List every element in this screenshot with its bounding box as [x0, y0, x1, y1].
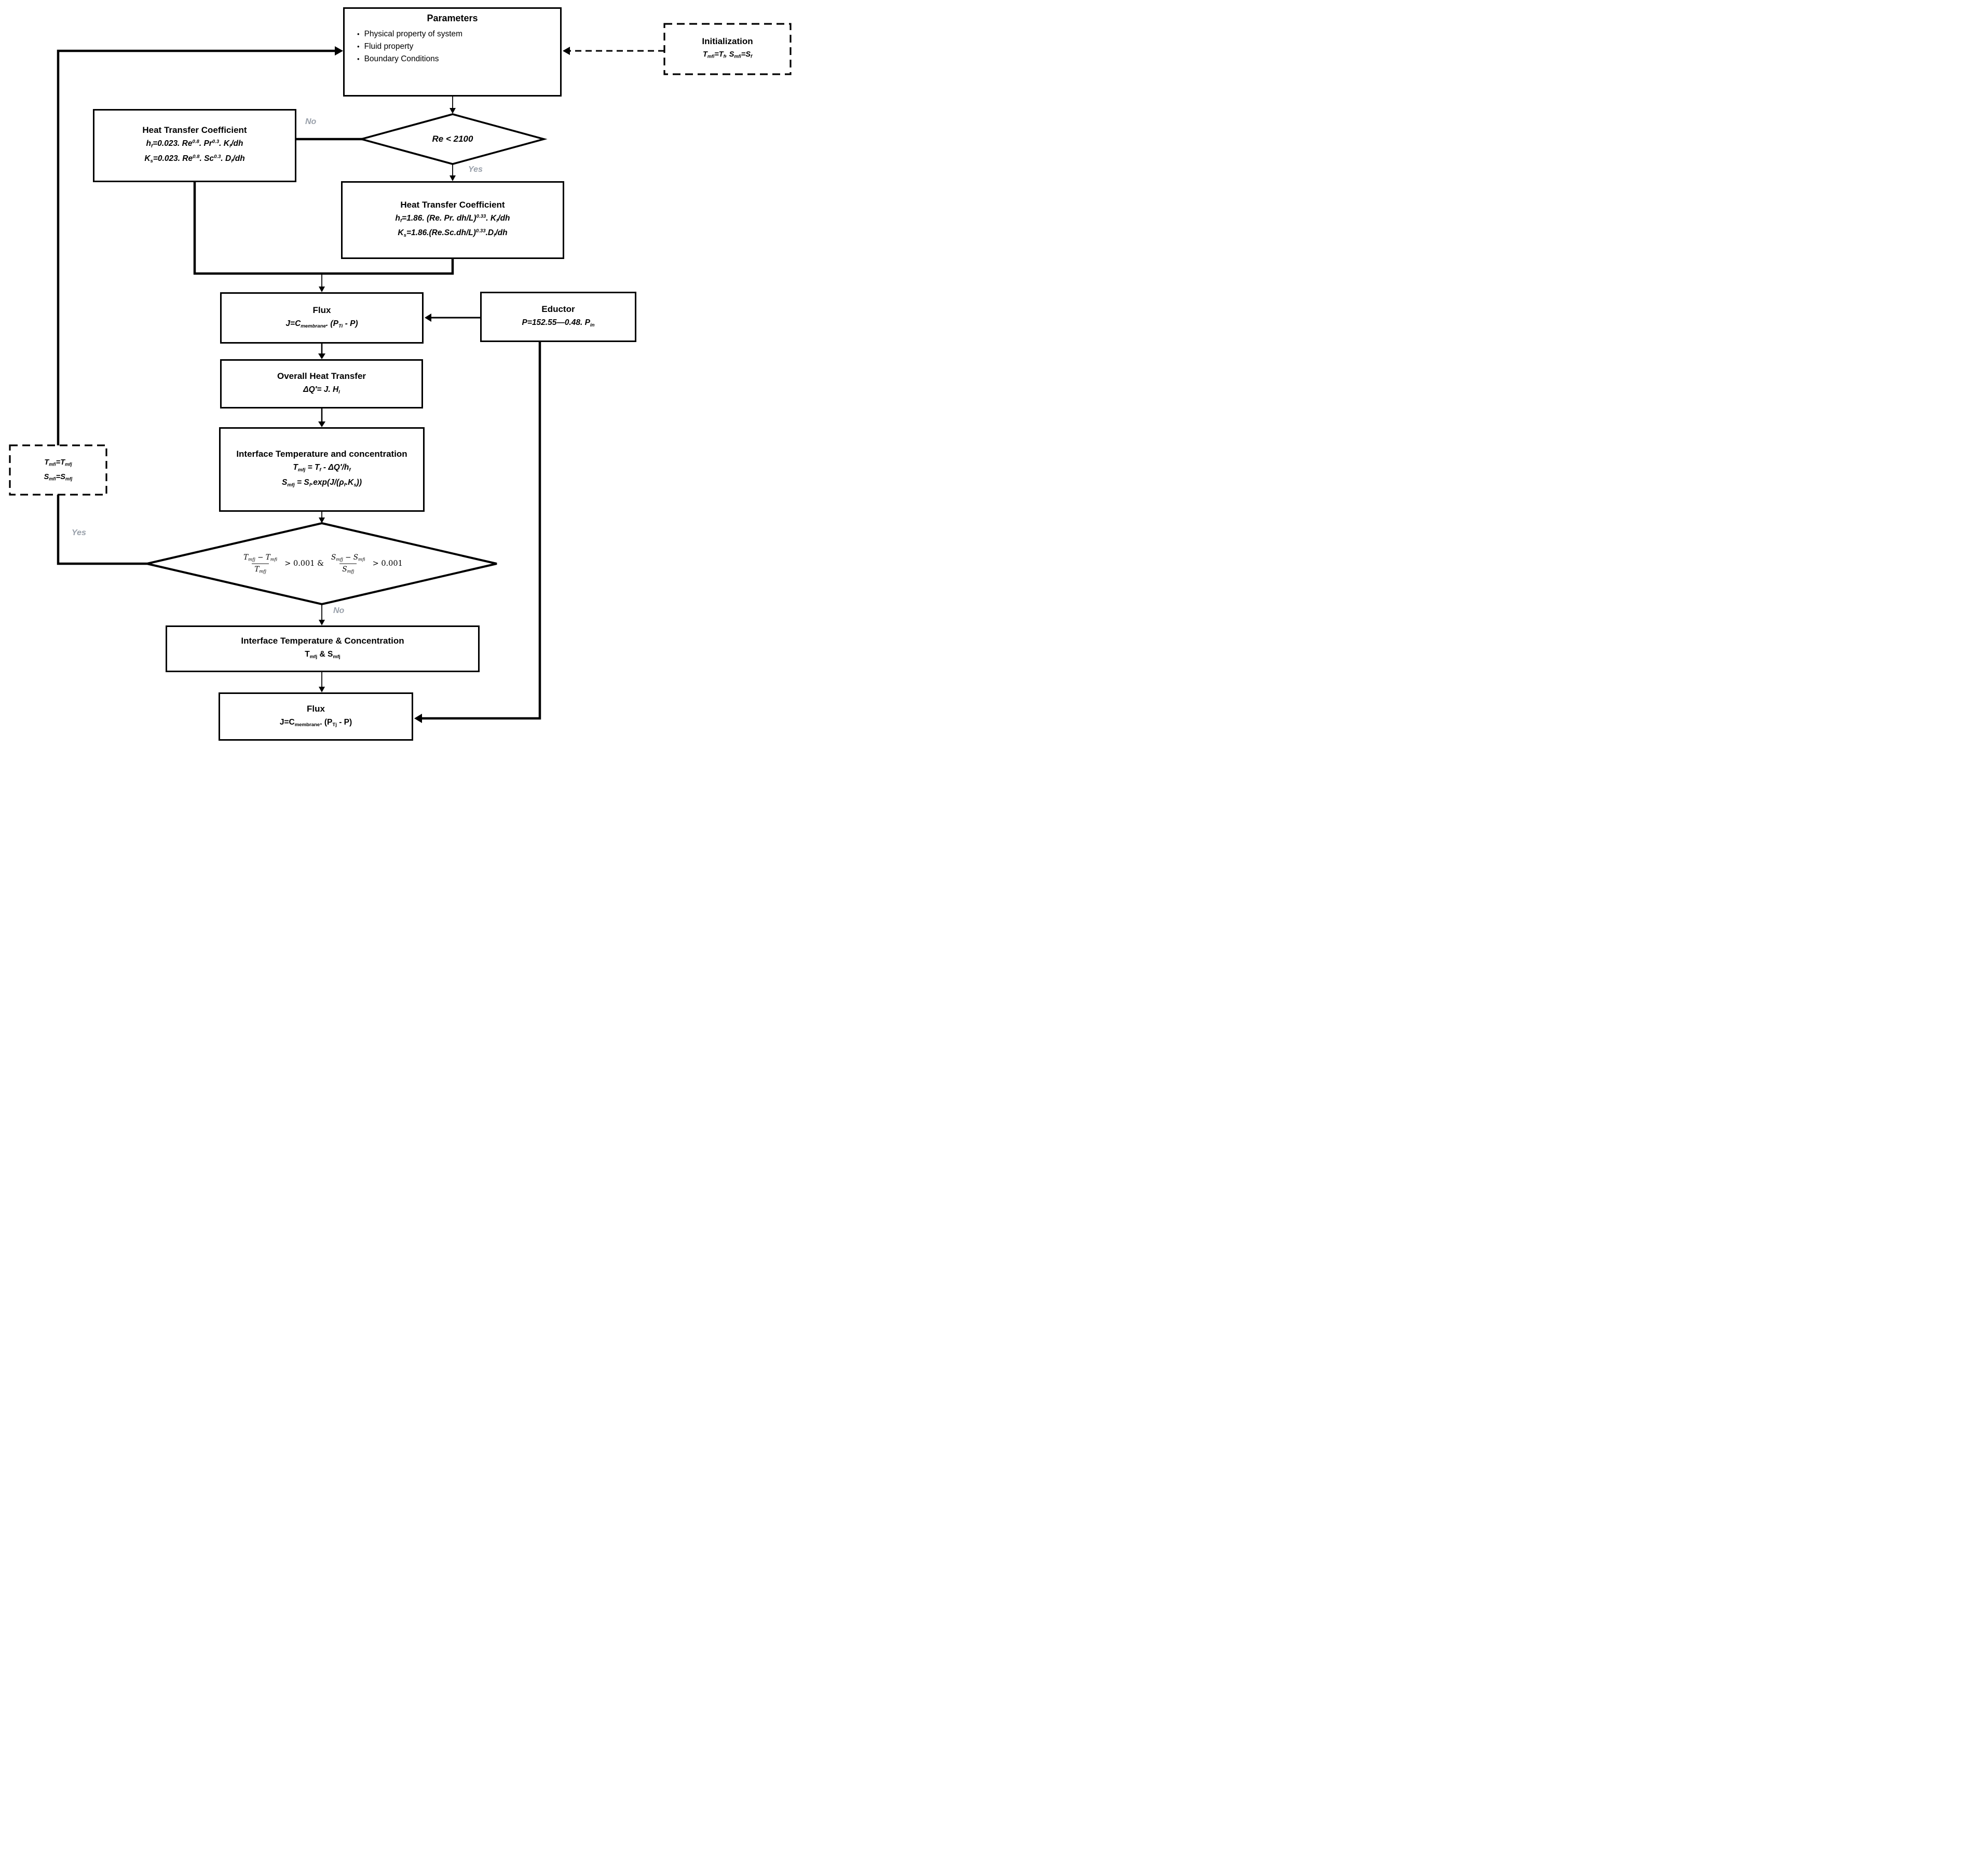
bullet-icon: •: [357, 30, 360, 38]
connector-layer: [9, 23, 792, 723]
parameter-item-label: Fluid property: [364, 42, 414, 51]
interface-concentration-formula: Smfj = Sf.exp(J/(ρf.Ks)): [282, 478, 362, 488]
oht-arrowhead: [318, 353, 325, 359]
re-decision-diamond: [358, 113, 548, 165]
feedback-box-border: [9, 444, 107, 496]
interface-temp-formula: Tmfj = Tf - ΔQ′/hf: [293, 463, 351, 473]
final-flux-title: Flux: [307, 703, 325, 714]
interface-arrowhead: [318, 421, 325, 427]
initialization-box: Initialization Tmfi=Tf, Smfi=Sf: [664, 24, 791, 74]
fraction-numerator: Tmfj − Tmfi: [243, 553, 278, 562]
final-flux-arrowhead: [319, 687, 325, 692]
list-item: • Physical property of system: [357, 28, 558, 40]
parameters-bullet-list: • Physical property of system • Fluid pr…: [345, 24, 560, 65]
initialization-box-border: [663, 23, 792, 75]
interface-temp-concentration-final-box: Interface Temperature & Concentration Tm…: [166, 625, 480, 672]
convergence-arrowhead: [319, 517, 325, 523]
fraction-numerator: Smfj − Smfi: [331, 553, 365, 562]
final-interface-arrowhead: [319, 620, 325, 625]
eductor-to-flux-arrowhead: [425, 314, 431, 322]
htc-turbulent-formula-ks: Ks=0.023. Re0.8. Sc0.3. Df/dh: [144, 154, 245, 164]
flux-title: Flux: [312, 305, 331, 315]
convergence-middle-operator: > 0.001 &: [284, 560, 324, 568]
htc-laminar-box: Heat Transfer Coefficient hf=1.86. (Re. …: [341, 181, 564, 259]
no-branch-label: No: [305, 117, 317, 126]
final-interface-formula: Tmfj & Smfj: [305, 650, 341, 660]
loop-arrowhead-into-parameters: [335, 46, 343, 56]
initialization-formula: Tmfi=Tf, Smfi=Sf: [702, 50, 753, 59]
flux-arrowhead: [319, 287, 325, 292]
temperature-fraction: Tmfj − Tmfi Tmfj: [241, 553, 280, 574]
convergence-yes-label: Yes: [72, 528, 86, 537]
flux-box: Flux J=Cmembrane. (PTi - P): [220, 292, 424, 344]
initialization-title: Initialization: [702, 36, 753, 47]
htc-laminar-arrowhead: [450, 175, 456, 181]
list-item: • Boundary Conditions: [357, 53, 558, 65]
fraction-denominator: Smfj: [339, 563, 357, 574]
feedback-temp-formula: Tmfi=Tmfj: [44, 458, 72, 467]
parameter-item-label: Boundary Conditions: [364, 55, 439, 64]
parameters-box: Parameters • Physical property of system…: [343, 7, 562, 97]
convergence-tail-operator: > 0.001: [372, 560, 403, 568]
parameters-title: Parameters: [427, 13, 478, 23]
htc-laminar-formula-ks: Ks=1.86.(Re.Sc.dh/L)0.33.Df/dh: [398, 228, 508, 239]
flux-final-box: Flux J=Cmembrane. (PTj - P): [219, 692, 413, 741]
overall-heat-transfer-box: Overall Heat Transfer ΔQ′= J. Hl: [220, 359, 423, 408]
htc-turbulent-title: Heat Transfer Coefficient: [142, 125, 247, 135]
htc-turbulent-box: Heat Transfer Coefficient hf=0.023. Re0.…: [93, 109, 296, 182]
eductor-to-final-flux-connector: [420, 342, 541, 720]
bullet-icon: •: [357, 43, 360, 51]
bullet-icon: •: [357, 55, 360, 63]
htc-laminar-title: Heat Transfer Coefficient: [400, 199, 505, 210]
re-decision-condition: Re < 2100: [432, 134, 473, 144]
overall-heat-transfer-title: Overall Heat Transfer: [277, 371, 366, 381]
convergence-decision-diamond: [146, 522, 497, 606]
htc-laminar-formula-hf: hf=1.86. (Re. Pr. dh/L)0.33. Kf/dh: [395, 213, 510, 224]
final-interface-title: Interface Temperature & Concentration: [241, 636, 404, 646]
convergence-condition: Tmfj − Tmfi Tmfj > 0.001 & Smfj − Smfi S…: [152, 535, 492, 593]
eductor-to-final-flux-arrowhead: [414, 714, 422, 723]
list-item: • Fluid property: [357, 40, 558, 53]
fraction-denominator: Tmfj: [252, 563, 269, 574]
interface-temp-concentration-title: Interface Temperature and concentration: [236, 449, 407, 459]
htc-turbulent-formula-hf: hf=0.023. Re0.8. Pr0.3. Kf/dh: [146, 139, 243, 149]
yes-branch-label: Yes: [468, 165, 483, 174]
re-decision-arrowhead: [450, 108, 456, 114]
final-flux-formula: J=Cmembrane. (PTj - P): [279, 717, 352, 728]
flux-formula: J=Cmembrane. (PTi - P): [285, 319, 358, 329]
eductor-title: Eductor: [541, 304, 575, 314]
initialization-arrowhead: [563, 47, 570, 55]
interface-temp-concentration-box: Interface Temperature and concentration …: [219, 427, 425, 512]
convergence-no-label: No: [333, 606, 345, 615]
eductor-box: Eductor P=152.55—0.48. Pin: [480, 292, 636, 342]
loop-yes-connector: [57, 49, 336, 565]
feedback-concentration-formula: Smfi=Smfj: [44, 472, 73, 482]
eductor-formula: P=152.55—0.48. Pin: [522, 318, 595, 328]
concentration-fraction: Smfj − Smfi Smfj: [329, 553, 368, 574]
parameter-item-label: Physical property of system: [364, 30, 463, 38]
flowchart-canvas: Parameters • Physical property of system…: [0, 0, 795, 746]
feedback-assignment-box: Tmfi=Tmfj Smfi=Smfj: [10, 445, 106, 495]
overall-heat-transfer-formula: ΔQ′= J. Hl: [303, 385, 340, 395]
